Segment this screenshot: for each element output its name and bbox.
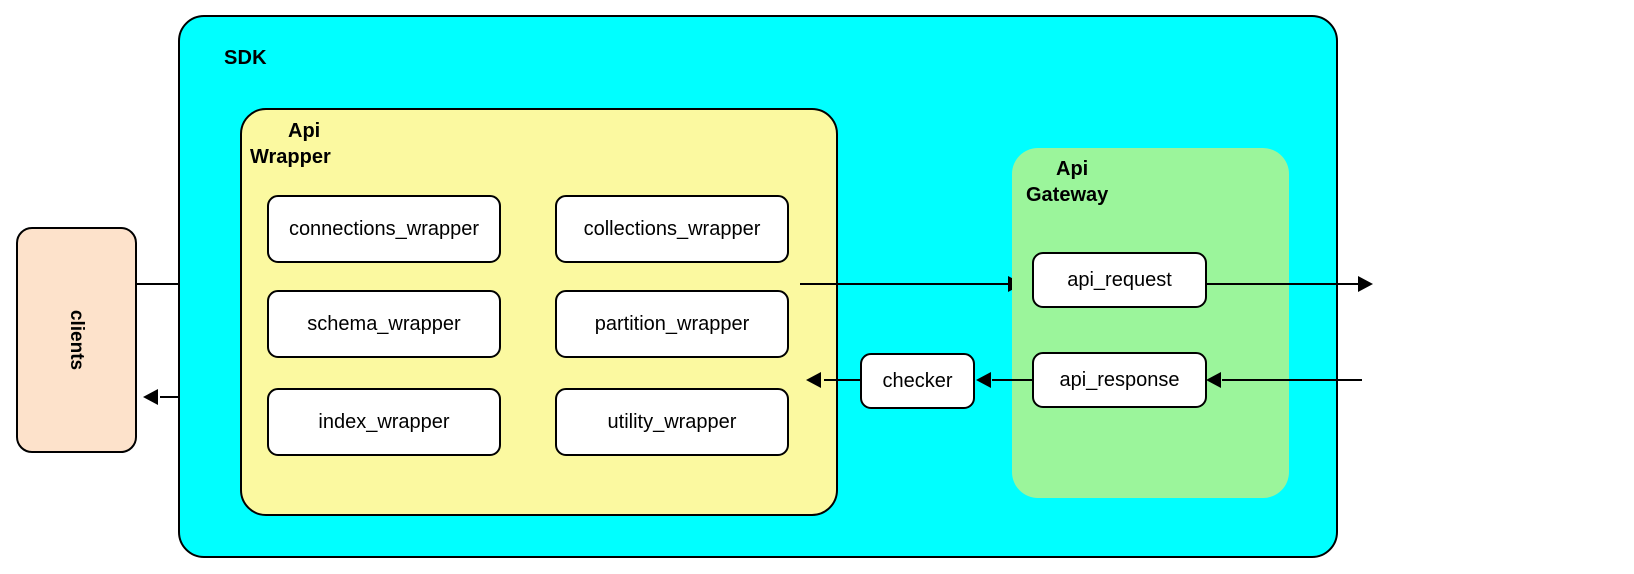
- edge-checker-to-wrapper: [824, 379, 860, 381]
- edge-response-to-checker: [992, 379, 1032, 381]
- node-checker[interactable]: checker: [860, 353, 975, 409]
- edge-checker-to-wrapper-arrowhead: [806, 372, 821, 388]
- api-wrapper-container: Api Wrapper connections_wrapper collecti…: [240, 108, 838, 516]
- node-collections-wrapper[interactable]: collections_wrapper: [555, 195, 789, 263]
- api-gateway-container: Api Gateway api_request api_response: [1012, 148, 1289, 498]
- api-gateway-title-line2: Gateway: [1026, 184, 1109, 206]
- api-wrapper-title-line1: Api: [288, 120, 321, 142]
- api-wrapper-title: Api Wrapper: [250, 118, 428, 170]
- node-api-response[interactable]: api_response: [1032, 352, 1207, 408]
- sdk-title: SDK: [224, 47, 267, 69]
- edge-milvus-to-response-arrowhead: [1206, 372, 1221, 388]
- clients-box[interactable]: clients: [16, 227, 137, 453]
- node-utility-wrapper[interactable]: utility_wrapper: [555, 388, 789, 456]
- clients-label: clients: [66, 309, 88, 371]
- edge-request-to-milvus-arrowhead: [1358, 276, 1373, 292]
- api-gateway-title-line1: Api: [1056, 158, 1089, 180]
- edge-response-to-checker-arrowhead: [976, 372, 991, 388]
- edge-milvus-to-response: [1222, 379, 1362, 381]
- api-gateway-title: Api Gateway: [1026, 156, 1226, 208]
- node-schema-wrapper[interactable]: schema_wrapper: [267, 290, 501, 358]
- node-index-wrapper[interactable]: index_wrapper: [267, 388, 501, 456]
- edge-wrapper-to-clients-arrowhead: [143, 389, 158, 405]
- edge-wrapper-to-gateway: [800, 283, 1025, 285]
- node-partition-wrapper[interactable]: partition_wrapper: [555, 290, 789, 358]
- node-api-request[interactable]: api_request: [1032, 252, 1207, 308]
- edge-request-to-milvus: [1205, 283, 1363, 285]
- api-wrapper-title-line2: Wrapper: [250, 146, 331, 168]
- node-connections-wrapper[interactable]: connections_wrapper: [267, 195, 501, 263]
